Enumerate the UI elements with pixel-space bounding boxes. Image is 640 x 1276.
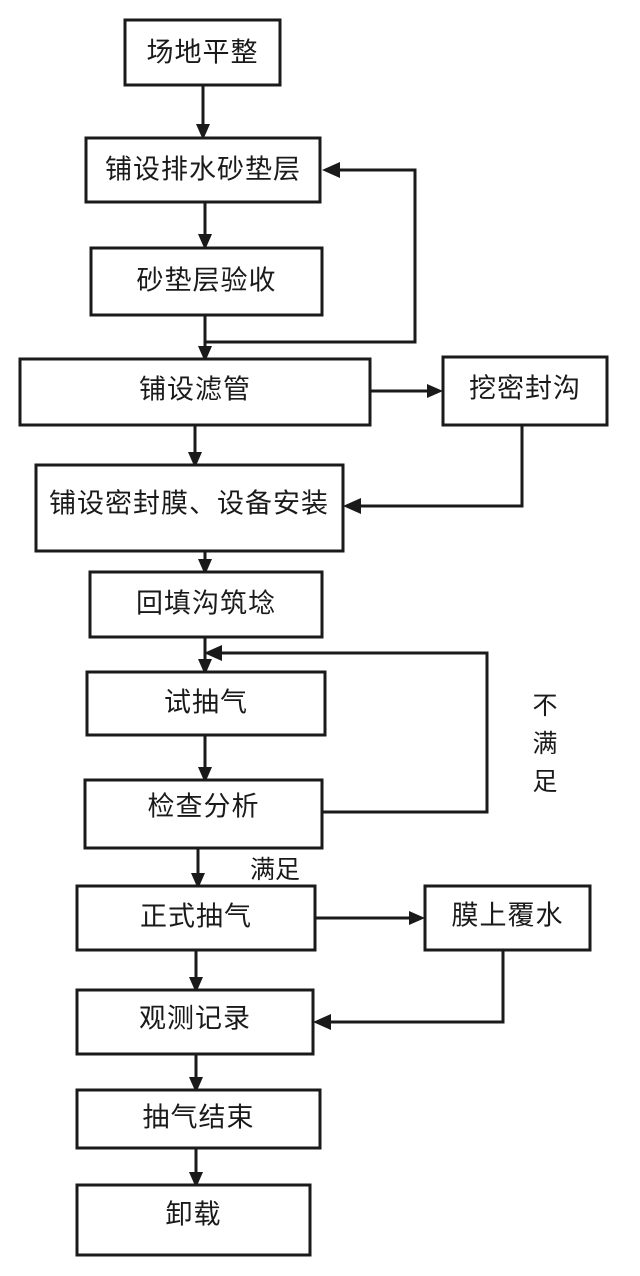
edge-water-cover-to-observation <box>313 948 505 1030</box>
edge-label-unsatisfied-char-3: 足 <box>532 767 557 796</box>
node-lay-filter-pipe[interactable]: 铺设滤管 <box>18 357 372 427</box>
node-inspection-analysis-box[interactable] <box>83 778 324 850</box>
node-drainage-sand-cushion[interactable]: 铺设排水砂垫层 <box>84 136 322 204</box>
node-water-cover-on-membrane[interactable]: 膜上覆水 <box>423 884 592 952</box>
node-dig-seal-trench[interactable]: 挖密封沟 <box>441 355 609 427</box>
node-site-leveling-box[interactable] <box>123 18 282 87</box>
edge-membrane-to-backfill <box>198 549 212 575</box>
node-trial-pumping[interactable]: 试抽气 <box>85 670 327 737</box>
edge-filter-pipe-to-seal-trench <box>368 384 443 398</box>
node-backfill-trench-build-dike-label: 回填沟筑埝 <box>136 589 276 620</box>
edge-analysis-to-trial-pumping-unsatisfied <box>204 645 489 814</box>
node-lay-membrane-install-equipment-label: 铺设密封膜、设备安装 <box>49 489 329 520</box>
edge-labels-layer: 不 满 足 满足 <box>250 691 558 884</box>
node-pumping-end[interactable]: 抽气结束 <box>75 1088 322 1150</box>
node-site-leveling-label: 场地平整 <box>147 38 259 69</box>
edge-label-unsatisfied-char-1: 不 <box>532 691 557 720</box>
edge-feedback-to-sand-cushion <box>203 162 417 344</box>
node-unload-box[interactable] <box>75 1183 312 1257</box>
edge-label-unsatisfied-char-2: 满 <box>532 729 557 758</box>
node-sand-cushion-acceptance-box[interactable] <box>89 246 324 317</box>
node-water-cover-on-membrane-label: 膜上覆水 <box>452 901 564 932</box>
node-lay-membrane-install-equipment-box[interactable] <box>34 463 345 553</box>
edge-formal-pumping-to-water-cover <box>313 911 425 925</box>
edge-seal-trench-to-membrane <box>343 423 524 514</box>
edge-observation-to-pumping-end <box>189 1052 203 1093</box>
node-backfill-trench-build-dike-box[interactable] <box>88 570 324 639</box>
edge-analysis-to-formal-pumping-satisfied <box>191 846 205 889</box>
edge-formal-pumping-to-observation <box>189 948 203 993</box>
edge-trial-pumping-to-analysis <box>198 733 212 783</box>
node-observation-record[interactable]: 观测记录 <box>75 988 315 1056</box>
node-site-leveling[interactable]: 场地平整 <box>123 18 282 87</box>
edge-pumping-end-to-unload <box>189 1146 203 1188</box>
node-formal-pumping-label: 正式抽气 <box>140 902 252 933</box>
nodes-layer: 场地平整 铺设排水砂垫层 砂垫层验收 铺设滤管 挖密封沟 铺设密封膜、设备安装 <box>18 18 609 1257</box>
node-sand-cushion-acceptance-label: 砂垫层验收 <box>137 266 277 297</box>
node-backfill-trench-build-dike[interactable]: 回填沟筑埝 <box>88 570 324 639</box>
node-dig-seal-trench-box[interactable] <box>441 355 609 427</box>
node-formal-pumping[interactable]: 正式抽气 <box>75 884 317 952</box>
edge-label-satisfied: 满足 <box>250 855 300 884</box>
node-dig-seal-trench-label: 挖密封沟 <box>469 374 581 405</box>
node-formal-pumping-box[interactable] <box>75 884 317 952</box>
node-observation-record-label: 观测记录 <box>139 1004 251 1035</box>
node-inspection-analysis-label: 检查分析 <box>148 792 260 823</box>
node-sand-cushion-acceptance[interactable]: 砂垫层验收 <box>89 246 324 317</box>
node-drainage-sand-cushion-label: 铺设排水砂垫层 <box>105 155 301 186</box>
node-pumping-end-box[interactable] <box>75 1088 322 1150</box>
edge-filter-pipe-to-membrane <box>188 423 202 468</box>
node-trial-pumping-box[interactable] <box>85 670 327 737</box>
node-drainage-sand-cushion-box[interactable] <box>84 136 322 204</box>
node-unload-label: 卸载 <box>166 1200 222 1231</box>
node-water-cover-on-membrane-box[interactable] <box>423 884 592 952</box>
edges-layer <box>188 83 524 1188</box>
edge-site-leveling-to-sand-cushion <box>196 83 210 140</box>
node-observation-record-box[interactable] <box>75 988 315 1056</box>
node-trial-pumping-label: 试抽气 <box>164 688 248 719</box>
edge-sand-cushion-to-acceptance <box>198 200 212 250</box>
edge-acceptance-to-filter-pipe <box>198 313 212 362</box>
node-pumping-end-label: 抽气结束 <box>143 1103 255 1134</box>
node-lay-filter-pipe-label: 铺设滤管 <box>139 375 251 406</box>
edge-backfill-to-trial-pumping <box>198 635 212 675</box>
node-unload[interactable]: 卸载 <box>75 1183 312 1257</box>
node-lay-membrane-install-equipment[interactable]: 铺设密封膜、设备安装 <box>34 463 345 553</box>
edge-label-unsatisfied: 不 满 足 <box>532 691 557 796</box>
node-inspection-analysis[interactable]: 检查分析 <box>83 778 324 850</box>
node-lay-filter-pipe-box[interactable] <box>18 357 372 427</box>
